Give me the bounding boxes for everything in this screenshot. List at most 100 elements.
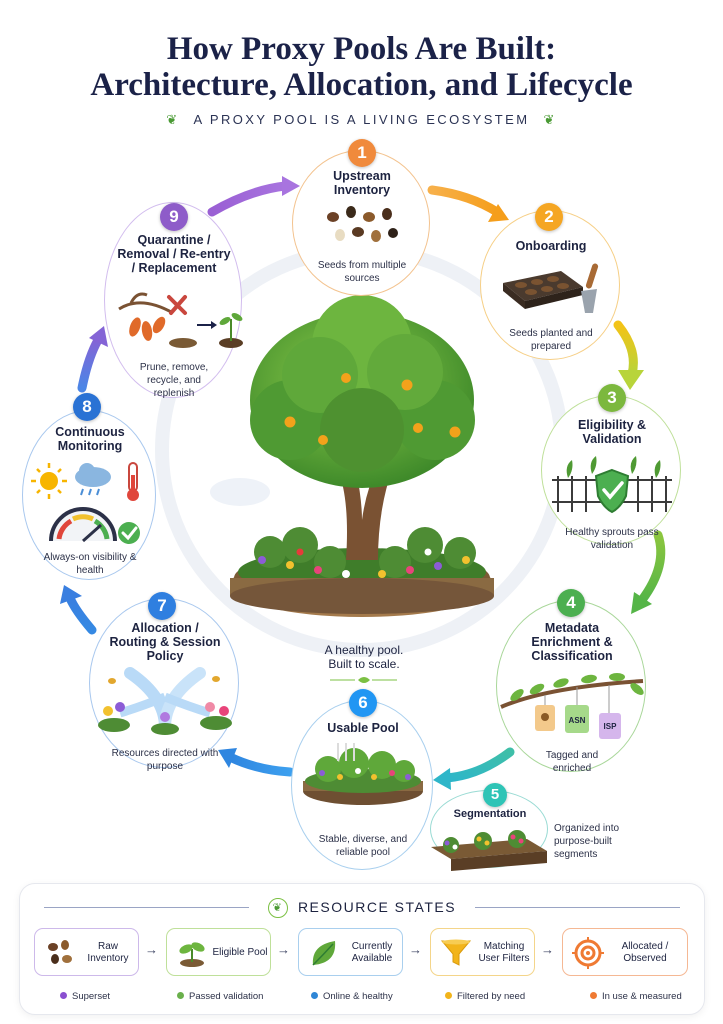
heading-divider-right: [475, 907, 680, 908]
cloud-shape: [210, 478, 270, 506]
state-note-text: Filtered by need: [457, 991, 526, 1002]
state-note-text: In use & measured: [602, 991, 682, 1002]
stage-1-number: 1: [348, 139, 376, 167]
stage-6-usable-pool: 6 Usable Pool Stable, diverse, and relia…: [291, 689, 433, 870]
seed-tray-icon: [503, 263, 599, 313]
arrow-right-icon: →: [145, 942, 158, 957]
state-label-raw-inventory: Raw Inventory: [87, 941, 129, 964]
stage-8-number: 8: [73, 393, 101, 421]
stage-5-number: 5: [483, 783, 507, 807]
seeds-icon: [48, 940, 72, 964]
stage-4-number: 4: [557, 589, 585, 617]
arrow-7-to-8: [65, 593, 97, 635]
stage-1-upstream-inventory: 1 Upstream Inventory Seeds from multiple…: [292, 139, 430, 296]
tagged-branch-icon: ASN ISP: [500, 673, 644, 739]
state-note-superset: Superset: [60, 991, 110, 1002]
stage-4-title: Metadata Enrichment & Classification: [531, 621, 613, 663]
arrow-1-to-2: [427, 185, 502, 217]
state-card-allocated-observed: Allocated / Observed: [562, 928, 688, 976]
stage-3-caption: Healthy sprouts pass validation: [565, 527, 659, 551]
stage-8-caption: Always-on visibility & health: [43, 552, 137, 576]
center-caption-line-2: Built to scale.: [328, 657, 400, 671]
stage-9-number: 9: [160, 203, 188, 231]
stage-3-number: 3: [598, 384, 626, 412]
stage-7-number: 7: [148, 592, 176, 620]
state-card-currently-available: Currently Available: [298, 928, 403, 976]
state-note-in-use-measured: In use & measured: [590, 991, 682, 1002]
state-label-matching-user-filters: Matching User Filters: [478, 941, 530, 964]
state-note-text: Online & healthy: [323, 991, 393, 1002]
state-note-text: Superset: [72, 991, 111, 1002]
tag-asn: ASN: [569, 716, 586, 725]
stage-9-caption: Prune, remove, recycle, and replenish: [139, 362, 209, 399]
stage-8-continuous-monitoring: 8 Continuous Monitoring: [22, 393, 156, 580]
arrow-right-icon: →: [409, 942, 422, 957]
weather-gauge-icon: [31, 462, 140, 544]
subtitle-text: A PROXY POOL IS A LIVING ECOSYSTEM: [193, 112, 530, 127]
stage-6-number: 6: [349, 689, 377, 717]
state-note-online-healthy: Online & healthy: [311, 991, 393, 1002]
green-dot-icon: [177, 992, 184, 999]
center-caption-line-1: A healthy pool.: [324, 643, 404, 657]
stage-9-title: Quarantine / Removal / Re-entry / Replac…: [117, 233, 231, 275]
sun-icon: [31, 463, 67, 499]
state-note-passed-validation: Passed validation: [177, 991, 263, 1002]
stage-5-title: Segmentation: [453, 808, 527, 820]
stage-2-onboarding: 2 Onboarding Seeds planted and prepared: [480, 203, 620, 360]
heading-divider-left: [44, 907, 249, 908]
stage-2-title: Onboarding: [515, 239, 587, 253]
orange-dot-icon: [590, 992, 597, 999]
stage-7-allocation-routing: 7 Allocation / Routing & Session Policy …: [89, 592, 239, 772]
resource-states-heading-text: RESOURCE STATES: [297, 899, 457, 915]
subtitle: ❦A PROXY POOL IS A LIVING ECOSYSTEM❦: [0, 112, 723, 128]
state-label-currently-available: Currently Available: [351, 941, 393, 964]
page-title-line-1: How Proxy Pools Are Built:: [166, 31, 557, 67]
state-label-allocated-observed: Allocated / Observed: [621, 941, 669, 964]
leaf-icon: [312, 941, 336, 966]
stage-2-caption: Seeds planted and prepared: [509, 328, 593, 352]
state-label-eligible-pool: Eligible Pool: [212, 947, 268, 958]
center-caption: A healthy pool. Built to scale.: [300, 643, 428, 671]
stage-6-title: Usable Pool: [327, 721, 399, 735]
pruning-shears-icon: [118, 292, 243, 348]
stage-6-caption: Stable, diverse, and reliable pool: [318, 834, 408, 858]
stage-2-number: 2: [535, 203, 563, 231]
arrow-8-to-9: [77, 335, 103, 393]
center-divider: [330, 677, 397, 683]
stage-1-caption: Seeds from multiple sources: [317, 260, 407, 284]
healthy-tree-illustration: [230, 295, 494, 617]
arrow-9-to-1: [207, 181, 290, 217]
seeds-icon: [327, 206, 398, 242]
stage-1-title: Upstream Inventory: [333, 169, 391, 197]
rain-cloud-icon: [75, 463, 111, 496]
arrow-2-to-3: [613, 320, 638, 379]
leaf-badge-icon: ❦: [267, 898, 288, 918]
garden-beds-icon: [431, 830, 547, 871]
funnel-icon: [440, 939, 472, 966]
arrowheads: [60, 176, 652, 790]
stage-7-caption: Resources directed with purpose: [111, 748, 219, 772]
arrow-right-icon: →: [277, 942, 290, 957]
check-icon: [118, 522, 140, 544]
stage-9-quarantine-removal: 9 Quarantine / Removal / Re-entry / Repl…: [104, 202, 243, 399]
arrow-3-to-4: [637, 530, 666, 605]
tag-isp: ISP: [604, 722, 618, 731]
stage-4-metadata-enrichment: 4 Metadata Enrichment & Classification A…: [496, 589, 646, 774]
stage-3-title: Eligibility & Validation: [577, 418, 647, 446]
state-note-text: Passed validation: [189, 991, 264, 1002]
state-note-filtered-by-need: Filtered by need: [445, 991, 525, 1002]
blue-dot-icon: [311, 992, 318, 999]
stage-8-title: Continuous Monitoring: [55, 425, 125, 453]
arrow-right-icon: →: [541, 942, 554, 957]
page-title-line-2: Architecture, Allocation, and Lifecycle: [90, 67, 633, 103]
stage-4-caption: Tagged and enriched: [545, 750, 599, 774]
resource-states-panel: ❦ RESOURCE STATES Raw Inventory → Eligibl…: [19, 883, 705, 1015]
stage-7-title: Allocation / Routing & Session Policy: [109, 621, 221, 663]
sprout-icon: [179, 942, 205, 967]
leaf-icon: ❦: [543, 112, 557, 127]
target-icon: [572, 937, 604, 969]
state-card-eligible-pool: Eligible Pool: [166, 928, 271, 976]
resource-states-heading: ❦ RESOURCE STATES: [20, 898, 704, 918]
shield-fence-icon: [552, 456, 672, 514]
